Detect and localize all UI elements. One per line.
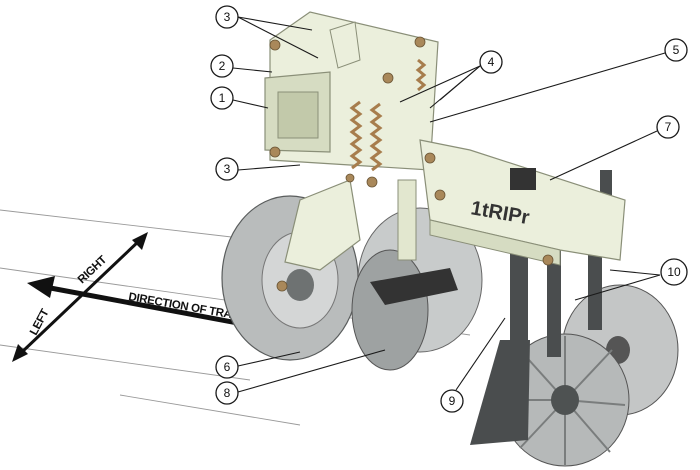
svg-text:5: 5	[673, 43, 680, 57]
callout-3-bottom: 3	[215, 157, 239, 181]
svg-text:4: 4	[488, 55, 495, 69]
svg-text:3: 3	[224, 10, 231, 24]
svg-text:9: 9	[449, 394, 456, 408]
right-arrowhead	[132, 232, 148, 250]
row-cleaner-discs	[351, 207, 483, 371]
lateral-axis	[20, 238, 142, 354]
travel-arrowhead	[27, 276, 55, 298]
callout-2: 2	[210, 54, 234, 78]
svg-text:1: 1	[219, 91, 226, 105]
main-beam: 1tRIPr	[419, 139, 626, 266]
svg-text:6: 6	[224, 360, 231, 374]
callout-5: 5	[664, 38, 688, 62]
toolbar-mount	[264, 11, 439, 171]
callout-7: 7	[656, 115, 680, 139]
svg-text:7: 7	[665, 120, 672, 134]
callout-6: 6	[215, 355, 239, 379]
svg-text:2: 2	[219, 59, 226, 73]
down-pressure-springs	[349, 58, 427, 172]
callout-1: 1	[210, 86, 234, 110]
svg-text:8: 8	[224, 386, 231, 400]
left-label: LEFT	[28, 307, 52, 337]
callout-4: 4	[479, 50, 503, 74]
svg-text:3: 3	[224, 162, 231, 176]
leader-lines	[232, 16, 666, 393]
callouts: 1 2 3 3 4 5 6 7	[210, 5, 688, 413]
bolts	[269, 36, 554, 292]
callout-9: 9	[440, 389, 464, 413]
left-arrowhead	[12, 344, 28, 362]
coulter-arm	[284, 179, 417, 271]
callout-10: 10	[660, 258, 688, 286]
callout-8: 8	[215, 381, 239, 405]
svg-text:10: 10	[667, 265, 681, 279]
callout-3-top: 3	[215, 5, 239, 29]
